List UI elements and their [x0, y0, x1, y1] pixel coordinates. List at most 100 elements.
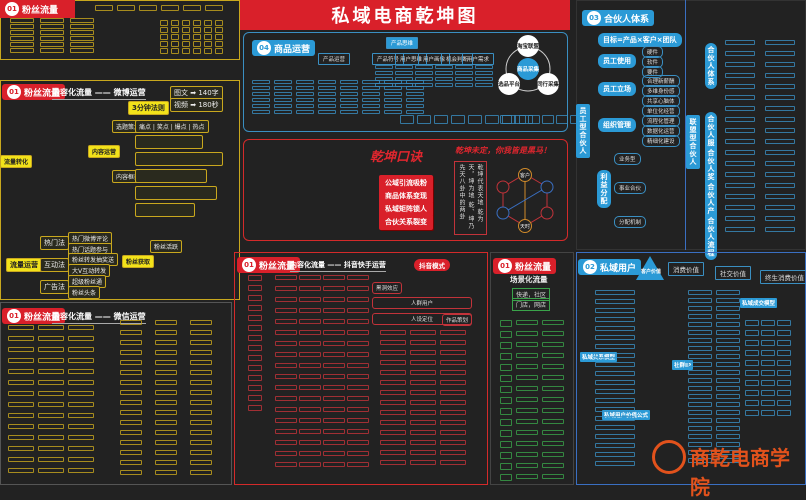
node-box: [542, 331, 564, 336]
content-card: [135, 152, 223, 166]
node-box: [725, 40, 755, 45]
node-box: [761, 410, 775, 416]
node-box: [299, 341, 321, 346]
qiankun-slogan: 乾坤未定，你我皆是黑马！: [455, 146, 551, 155]
hex-node-timing: 天时: [518, 219, 532, 233]
node-box: [38, 435, 64, 440]
node-box: [595, 407, 635, 412]
node-box: [395, 71, 413, 75]
node-box: [252, 86, 270, 90]
node-box: [248, 355, 262, 361]
node-box: [299, 275, 321, 280]
node-box: [299, 297, 321, 302]
node-box: [193, 48, 201, 54]
node-box: [516, 463, 538, 468]
node-box: [716, 298, 740, 303]
node-box: [725, 205, 755, 210]
node-box: [542, 408, 564, 413]
partner-right-group: 合伙人流程: [705, 214, 717, 260]
node-box: [274, 98, 292, 102]
node-box: [380, 330, 406, 335]
node-box: [716, 346, 740, 351]
node-box: [500, 397, 512, 404]
node-box: [8, 435, 34, 440]
cycle-node: 同行采集: [537, 73, 559, 95]
node-box: [299, 352, 321, 357]
node-box: [323, 330, 345, 335]
content-card: [135, 186, 217, 200]
node-box: [275, 396, 297, 401]
node-box: [68, 347, 94, 352]
node-box: [299, 330, 321, 335]
node-box: [155, 380, 177, 385]
node-box: [500, 320, 512, 327]
node-box: [595, 371, 635, 376]
node-box: [716, 434, 740, 439]
node-box: [323, 462, 345, 467]
node-box: [745, 380, 759, 386]
node-box: [340, 98, 358, 102]
node-box: [318, 110, 336, 114]
node-box: [528, 115, 540, 124]
node-box: [347, 462, 369, 467]
node-box: [155, 390, 177, 395]
node-box: [688, 362, 712, 367]
node-box: [38, 336, 64, 341]
node-box: [410, 410, 436, 415]
node-box: [182, 41, 190, 47]
node-box: [171, 27, 179, 33]
node-box: [745, 330, 759, 336]
node-box: [380, 380, 406, 385]
private-deal-model: 私域成交模型: [740, 298, 778, 308]
traffic-ops-box: 流量转化: [0, 155, 33, 168]
node-box: [340, 92, 358, 96]
node-box: [542, 375, 564, 380]
node-box: [248, 295, 262, 301]
node-box: [395, 77, 413, 81]
node-box: [556, 115, 568, 124]
node-box: [38, 413, 64, 418]
node-box: [688, 370, 712, 375]
node-box: [248, 335, 262, 341]
node-box: [204, 34, 212, 40]
node-box: [299, 385, 321, 390]
node-box: [745, 400, 759, 406]
node-box: [406, 92, 424, 96]
node-box: [299, 462, 321, 467]
node-box: [38, 347, 64, 352]
node-box: [765, 216, 795, 221]
node-box: [725, 150, 755, 155]
node-box: [193, 41, 201, 47]
node-box: [120, 340, 142, 345]
benefit-box: 利益分配: [597, 170, 611, 208]
node-box: [323, 451, 345, 456]
node-box: [745, 350, 759, 356]
douyin-subtitle: 内容化流量 —— 抖音快手运营: [290, 260, 386, 272]
node-box: [765, 62, 795, 67]
node-box: [595, 380, 635, 385]
node-box: [516, 386, 538, 391]
node-box: [595, 434, 635, 439]
node-box: [275, 319, 297, 324]
node-box: [275, 440, 297, 445]
node-box: [745, 390, 759, 396]
node-box: [542, 452, 564, 457]
node-box: [435, 77, 453, 81]
node-box: [415, 71, 433, 75]
node-box: [274, 80, 292, 84]
cycle-node: 选品平台: [498, 73, 520, 95]
node-box: [155, 440, 177, 445]
partner-formula: 目标=产品×客户×团队: [598, 33, 682, 47]
node-box: [440, 440, 466, 445]
node-box: [417, 115, 431, 124]
node-box: [347, 385, 369, 390]
douyin-node: 黑洞效应: [372, 282, 403, 294]
node-box: [155, 340, 177, 345]
node-box: [777, 370, 791, 376]
scene-subtitle: 场景化流量: [510, 275, 548, 284]
node-box: [8, 336, 34, 341]
node-box: [296, 80, 314, 84]
node-box: [410, 420, 436, 425]
